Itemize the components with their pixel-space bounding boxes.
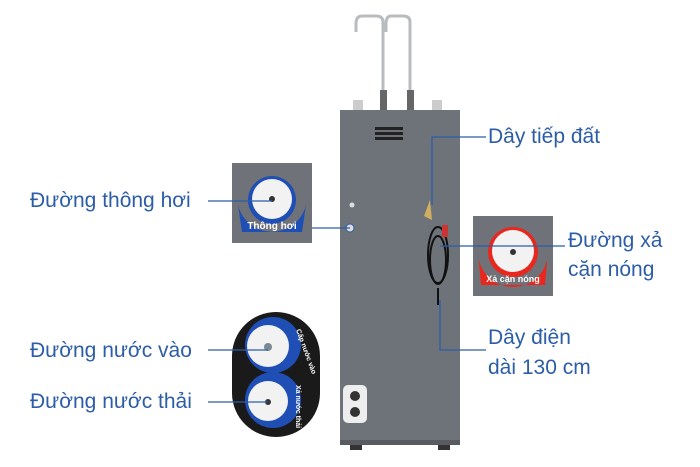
faucet-base-left: [380, 90, 387, 110]
foot-left: [350, 445, 362, 450]
vent-grille-icon: [375, 127, 403, 140]
foot-right: [438, 445, 450, 450]
hot-drain-badge-text: Xả cặn nóng: [486, 274, 540, 284]
ground-wire-terminal: [424, 200, 432, 220]
vent-badge-text: Thông hơi: [247, 221, 297, 232]
bottom-ports: [343, 385, 367, 423]
vent-inset: Thông hơi: [232, 163, 312, 243]
hot-drain-inset: Xả cặn nóng: [473, 216, 553, 296]
leader-lines: [208, 136, 565, 403]
inlet-waste-inset: Cấp nước vào Xả nước thải: [232, 312, 320, 437]
valve-left: [353, 100, 363, 110]
valve-right: [432, 100, 442, 110]
label-hot-drain-1: Đường xả: [568, 229, 663, 252]
power-cord: [427, 226, 449, 305]
label-hot-drain-2: cặn nóng: [568, 258, 655, 281]
vent-port: [349, 202, 355, 208]
faucets: [354, 14, 412, 95]
label-inlet: Đường nước vào: [30, 339, 192, 362]
label-ground-wire: Dây tiếp đất: [488, 125, 601, 148]
label-power-cord-2: dài 130 cm: [488, 356, 591, 379]
label-power-cord-1: Dây điện: [488, 326, 571, 349]
label-vent: Đường thông hơi: [30, 189, 191, 212]
plug-tag: [442, 225, 448, 237]
waste-badge-text: Xả nước thải: [294, 385, 301, 428]
label-waste: Đường nước thải: [30, 390, 192, 413]
faucet-base-right: [407, 90, 414, 110]
